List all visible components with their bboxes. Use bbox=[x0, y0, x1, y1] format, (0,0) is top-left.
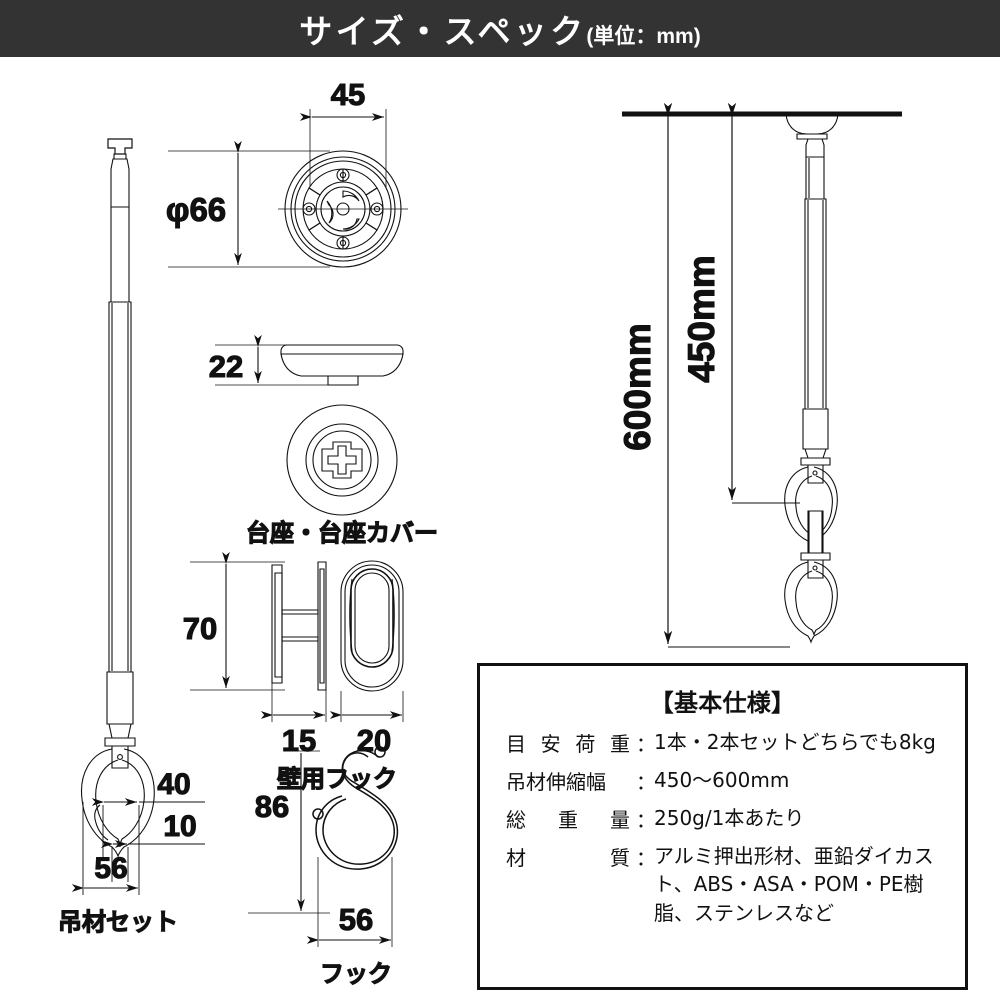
dim-10 bbox=[100, 840, 205, 882]
dim-label-15: 15 bbox=[282, 723, 316, 758]
spec-label: 目安荷重 ： bbox=[506, 728, 656, 757]
spec-row: 目安荷重 ： 1本・2本セットどちらでも8kg bbox=[480, 728, 965, 757]
spec-row: 吊材伸縮幅 ： 450〜600mm bbox=[480, 766, 965, 795]
technical-drawing-svg: 40 10 56 吊材セット bbox=[57, 76, 902, 989]
spec-colon: ： bbox=[636, 732, 656, 756]
dim-600mm bbox=[663, 102, 790, 648]
dim-phi66 bbox=[168, 140, 330, 268]
base-plate-side-view bbox=[280, 344, 404, 386]
page-title-unit: (単位：mm) bbox=[586, 24, 701, 48]
dim-86 bbox=[248, 750, 330, 914]
dim-label-45: 45 bbox=[331, 77, 365, 112]
spec-value: 250g/1本あたり bbox=[654, 806, 805, 830]
dim-20 bbox=[329, 691, 404, 722]
dim-40 bbox=[91, 798, 205, 857]
dim-15 bbox=[260, 683, 327, 722]
caption-wall-hook: 壁用フック bbox=[277, 765, 397, 793]
caption-rod-set: 吊材セット bbox=[58, 908, 178, 936]
base-plate-top-view bbox=[278, 150, 408, 268]
dim-label-70: 70 bbox=[183, 611, 217, 646]
s-hook-drawing bbox=[312, 746, 399, 870]
spec-label-text: 総重量 bbox=[506, 808, 630, 832]
spec-label-text: 目安荷重 bbox=[506, 732, 630, 756]
caption-base-plate: 台座・台座カバー bbox=[246, 519, 438, 547]
dim-45 bbox=[299, 109, 387, 187]
dim-label-56-rod: 56 bbox=[94, 852, 127, 885]
page-title: サイズ・スペック (単位：mm) bbox=[299, 5, 700, 53]
dim-label-22: 22 bbox=[209, 349, 243, 384]
dim-70 bbox=[190, 551, 285, 691]
dim-450mm bbox=[727, 102, 800, 504]
spec-value: 1本・2本セットどちらでも8kg bbox=[654, 730, 936, 754]
header-bar: サイズ・スペック (単位：mm) bbox=[0, 0, 1000, 57]
spec-colon: ： bbox=[636, 770, 656, 794]
dim-56-rod bbox=[71, 802, 140, 895]
basic-specification-box: 【基本仕様】 目安荷重 ： 1本・2本セットどちらでも8kg 吊材伸縮幅 ： 4… bbox=[477, 663, 968, 990]
dim-22 bbox=[215, 334, 330, 386]
ceiling-installation-drawing bbox=[622, 111, 902, 644]
dim-label-56-hook: 56 bbox=[339, 902, 373, 937]
spec-label: 吊材伸縮幅 ： bbox=[506, 766, 656, 795]
spec-label-text: 材質 bbox=[506, 846, 630, 870]
dim-label-10: 10 bbox=[163, 810, 196, 843]
spec-row: 材質 ： アルミ押出形材、亜鉛ダイカスト、ABS・ASA・POM・PE樹脂、ステ… bbox=[480, 842, 965, 927]
spec-label: 材質 ： bbox=[506, 842, 656, 871]
spec-value: アルミ押出形材、亜鉛ダイカスト、ABS・ASA・POM・PE樹脂、ステンレスなど bbox=[654, 844, 934, 925]
dim-label-phi66: φ66 bbox=[166, 191, 226, 228]
spec-colon: ： bbox=[636, 808, 656, 832]
dim-label-600mm: 600mm bbox=[617, 323, 658, 451]
spec-colon: ： bbox=[636, 846, 656, 870]
dim-label-86: 86 bbox=[255, 789, 289, 824]
spec-row: 総重量 ： 250g/1本あたり bbox=[480, 804, 965, 833]
caption-s-hook: フック bbox=[320, 960, 392, 988]
wall-hook-side-view bbox=[271, 561, 327, 691]
dim-label-40: 40 bbox=[157, 768, 190, 801]
base-cover-bottom-view bbox=[286, 404, 398, 516]
dim-label-450mm: 450mm bbox=[681, 255, 722, 383]
spec-value: 450〜600mm bbox=[654, 768, 790, 792]
spec-label-text: 吊材伸縮幅 bbox=[506, 770, 606, 794]
page-title-main: サイズ・スペック bbox=[299, 12, 587, 50]
dim-56-hook bbox=[306, 857, 393, 947]
spec-label: 総重量 ： bbox=[506, 804, 656, 833]
wall-hook-front-view bbox=[340, 560, 404, 692]
rod-set-drawing bbox=[80, 138, 155, 858]
spec-box-title: 【基本仕様】 bbox=[649, 689, 796, 717]
